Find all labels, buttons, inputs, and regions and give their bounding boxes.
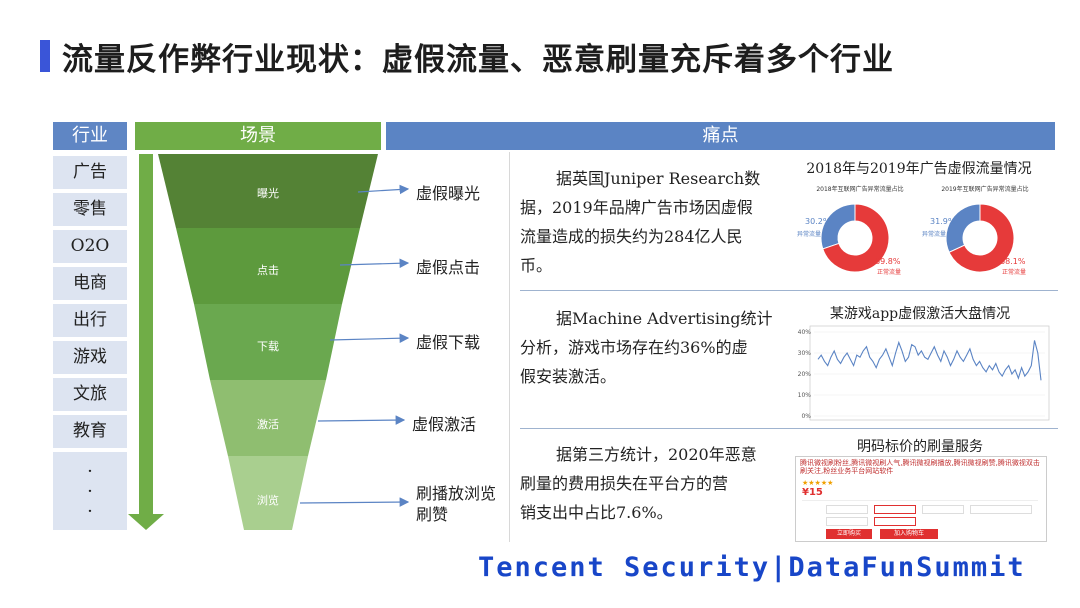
- industry-header: 行业: [53, 122, 127, 150]
- stage-label: 浏览: [257, 494, 279, 507]
- more-dot: ·: [87, 481, 93, 502]
- y-tick-label: 20%: [798, 371, 812, 378]
- more-dot: ·: [87, 461, 93, 482]
- donut-slice: [948, 203, 1015, 273]
- industry-item: O2O: [53, 230, 127, 263]
- pain-header: 痛点: [386, 122, 1055, 150]
- column-divider: [509, 152, 510, 542]
- pain-line: 销支出中占比7.6%。: [520, 503, 673, 522]
- service-price: ¥15: [802, 487, 823, 498]
- funnel-stage-browse: [228, 456, 308, 530]
- industry-item: 游戏: [53, 341, 127, 374]
- fraud-label: 虚假激活: [412, 415, 477, 434]
- donut-category-label: 异常流量: [797, 230, 821, 238]
- y-tick-label: 30%: [798, 350, 812, 357]
- funnel-stage-activation: [210, 380, 326, 456]
- donut-value-label: 69.8%: [875, 257, 901, 266]
- funnel-stage-click: [176, 228, 360, 304]
- industry-item: 零售: [53, 193, 127, 226]
- more-dot: ·: [87, 501, 93, 522]
- service-divider: [802, 500, 1038, 501]
- stage-label: 下载: [257, 340, 279, 353]
- pain-point-ad: 据英国Juniper Research数 据，2019年品牌广告市场因虚假 流量…: [520, 164, 790, 280]
- service-screenshot: 腾讯微视刷粉丝,腾讯微视刷人气,腾讯微视刷播放,腾讯微视刷赞,腾讯微视双击刷关注…: [795, 456, 1047, 542]
- stage-label: 点击: [257, 264, 279, 277]
- pain-line: 流量造成的损失约为284亿人民: [520, 227, 743, 246]
- y-tick-label: 10%: [798, 392, 812, 399]
- footer-brand: Tencent Security|DataFunSummit: [478, 552, 1026, 583]
- row-divider: [520, 428, 1058, 429]
- chart-frame: [809, 325, 1050, 421]
- funnel-stage-exposure: [158, 154, 378, 228]
- buy-now-button[interactable]: 立即购买: [826, 529, 872, 539]
- donut-section-title: 2018年与2019年广告虚假流量情况: [806, 161, 1032, 177]
- funnel-stage-download: [194, 304, 342, 380]
- pain-line: 据英国Juniper Research数: [556, 169, 761, 188]
- arrow-download: [329, 333, 410, 344]
- y-tick-label: 40%: [798, 329, 812, 336]
- industry-item: 广告: [53, 156, 127, 189]
- flow-arrow-head: [128, 514, 164, 530]
- line-chart: 0% 10% 20% 30% 40%: [798, 325, 1050, 421]
- pain-point-service: 据第三方统计，2020年恶意 刷量的费用损失在平台方的营 销支出中占比7.6%。: [520, 440, 790, 527]
- donut-category-label: 异常流量: [922, 230, 946, 238]
- fraud-label: 刷播放浏览 刷赞: [416, 484, 497, 524]
- fraud-label: 虚假点击: [416, 258, 481, 277]
- rating-stars: ★★★★★: [802, 479, 834, 487]
- add-cart-button[interactable]: 加入购物车: [880, 529, 938, 539]
- pain-line: 币。: [520, 256, 553, 275]
- donut-value-label: 31.9%: [930, 217, 956, 226]
- stage-label: 曝光: [257, 187, 279, 200]
- donut-slice: [822, 203, 890, 273]
- arrow-browse: [299, 497, 410, 507]
- arrow-click: [339, 258, 410, 269]
- pain-line: 刷量的费用损失在平台方的营: [520, 474, 729, 493]
- option-box: [826, 517, 868, 526]
- donut-slice: [820, 203, 856, 250]
- industry-more: · · ·: [53, 452, 127, 530]
- fraud-label: 虚假下载: [416, 333, 481, 352]
- industry-list: 广告 零售 O2O 电商 出行 游戏 文旅 教育: [53, 156, 127, 452]
- option-box: [874, 505, 916, 514]
- option-box: [826, 505, 868, 514]
- donut-slice: [945, 203, 981, 253]
- y-tick-label: 0%: [801, 413, 811, 420]
- row-divider: [520, 290, 1058, 291]
- service-headline: 腾讯微视刷粉丝,腾讯微视刷人气,腾讯微视刷播放,腾讯微视刷赞,腾讯微视双击刷关注…: [800, 459, 1040, 475]
- donut-value-label: 68.1%: [1000, 257, 1026, 266]
- industry-item: 出行: [53, 304, 127, 337]
- service-title: 明码标价的刷量服务: [857, 439, 983, 455]
- option-box: [970, 505, 1032, 514]
- scene-header: 场景: [135, 122, 381, 150]
- pain-point-game: 据Machine Advertising统计 分析，游戏市场存在约36%的虚 假…: [520, 304, 790, 391]
- donut-title: 2018年互联网广告异常流量占比: [816, 186, 904, 193]
- donut-value-label: 30.2%: [805, 217, 831, 226]
- line-chart-title: 某游戏app虚假激活大盘情况: [829, 306, 1011, 322]
- donut-title: 2019年互联网广告异常流量占比: [941, 186, 1029, 193]
- arrow-activation: [317, 415, 406, 425]
- arrow-exposure: [357, 184, 410, 195]
- industry-item: 电商: [53, 267, 127, 300]
- fraud-label: 虚假曝光: [416, 184, 481, 203]
- slide-title: 流量反作弊行业现状：虚假流量、恶意刷量充斥着多个行业: [62, 42, 894, 78]
- donut-category-label: 正常流量: [1002, 268, 1026, 276]
- pain-line: 分析，游戏市场存在约36%的虚: [520, 338, 748, 357]
- pain-line: 据第三方统计，2020年恶意: [556, 445, 757, 464]
- pain-line: 据Machine Advertising统计: [556, 309, 773, 328]
- industry-item: 教育: [53, 415, 127, 448]
- option-box: [922, 505, 964, 514]
- flow-arrow-shaft: [139, 154, 153, 516]
- pain-line: 假安装激活。: [520, 367, 617, 386]
- title-accent-bar: [40, 40, 50, 72]
- stage-label: 激活: [257, 418, 279, 431]
- option-box: [874, 517, 916, 526]
- pain-line: 据，2019年品牌广告市场因虚假: [520, 198, 753, 217]
- donut-category-label: 正常流量: [877, 268, 901, 276]
- industry-item: 文旅: [53, 378, 127, 411]
- series-line: [817, 340, 1042, 381]
